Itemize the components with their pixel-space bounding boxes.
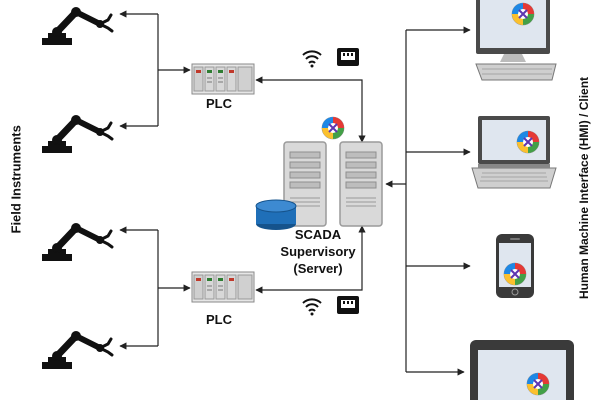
wifi-icon [302,50,322,68]
server-label-line: SCADA [294,227,342,242]
server-label: SCADA Supervisory (Server) [258,226,378,277]
plc-label: PLC [206,96,232,111]
laptop-icon [471,115,557,189]
server-label-line: (Server) [293,261,343,276]
field-instruments-label: Field Instruments [8,125,24,234]
tablet-icon [470,340,574,400]
plc-icon [191,63,255,95]
plc-icon [191,271,255,303]
logo-icon [526,372,550,396]
logo-icon [503,262,527,286]
wifi-icon [302,298,322,316]
logo-icon [321,116,345,140]
robot-arm-icon [42,331,112,369]
server-icon [339,141,383,227]
ethernet-icon [337,48,359,66]
database-icon [255,199,297,230]
connection-lines [119,10,471,376]
robot-arm-icon [42,7,112,45]
robot-arm-icon [42,223,112,261]
robot-arm-icon [42,115,112,153]
logo-icon [516,130,540,154]
hmi-client-label: Human Machine Interface (HMI) / Client [577,76,591,299]
server-label-line: Supervisory [280,244,356,259]
ethernet-icon [337,296,359,314]
logo-icon [511,2,535,26]
plc-label: PLC [206,312,232,327]
